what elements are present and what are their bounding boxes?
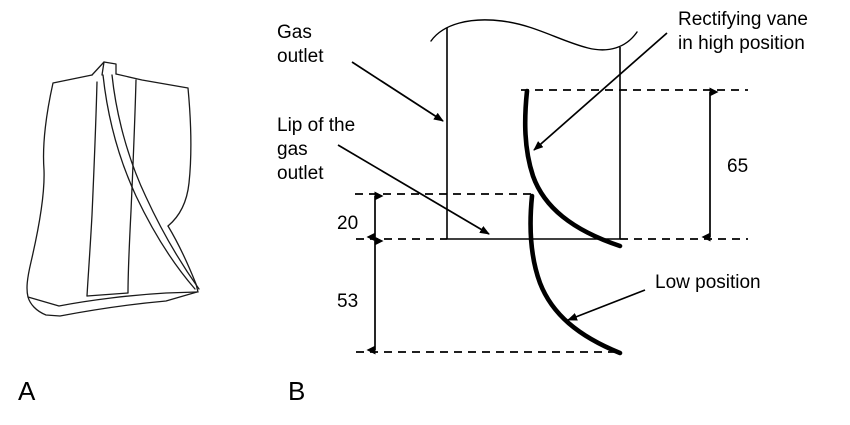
blade-fold-left	[86, 81, 98, 297]
panel-b-letter: B	[288, 376, 305, 406]
label-low-position: Low position	[655, 272, 761, 293]
dim-value-65: 65	[727, 156, 748, 177]
label-lip-line3: outlet	[277, 163, 324, 184]
vane-low-position	[528, 193, 623, 356]
blade-top-tab-left	[91, 61, 105, 76]
label-rectifying-vane-line2: in high position	[678, 33, 805, 54]
label-gas-outlet-line1: Gas	[277, 22, 312, 43]
low-position-leader	[567, 289, 646, 321]
label-lip-line2: gas	[277, 139, 308, 160]
label-gas-outlet-line2: outlet	[277, 46, 324, 67]
panel-a-blade-drawing: A	[18, 61, 200, 406]
rectifying-vane-leader	[533, 32, 668, 151]
vane-high-position	[522, 88, 623, 249]
blade-bottom-crease	[86, 292, 129, 297]
blade-fold-right	[127, 79, 137, 294]
blade-spine-front	[102, 74, 196, 290]
label-lip-line1: Lip of the	[277, 115, 355, 136]
panel-b-schematic: Gas outlet Lip of the gas outlet Rectify…	[277, 9, 808, 406]
lip-of-gas-outlet-leader	[337, 144, 490, 235]
label-rectifying-vane-line1: Rectifying vane	[678, 9, 808, 30]
dim-value-20: 20	[337, 213, 358, 234]
blade-top-ridge-right	[115, 73, 192, 227]
gas-outlet-leader	[351, 61, 444, 122]
blade-outer-outline	[26, 74, 198, 307]
blade-top-tab	[101, 61, 117, 76]
duct-break-line	[430, 19, 638, 51]
blade-spine-back	[111, 74, 200, 290]
panel-a-letter: A	[18, 376, 36, 406]
blade-bottom-edge-outer	[27, 291, 198, 317]
dim-value-53: 53	[337, 291, 358, 312]
